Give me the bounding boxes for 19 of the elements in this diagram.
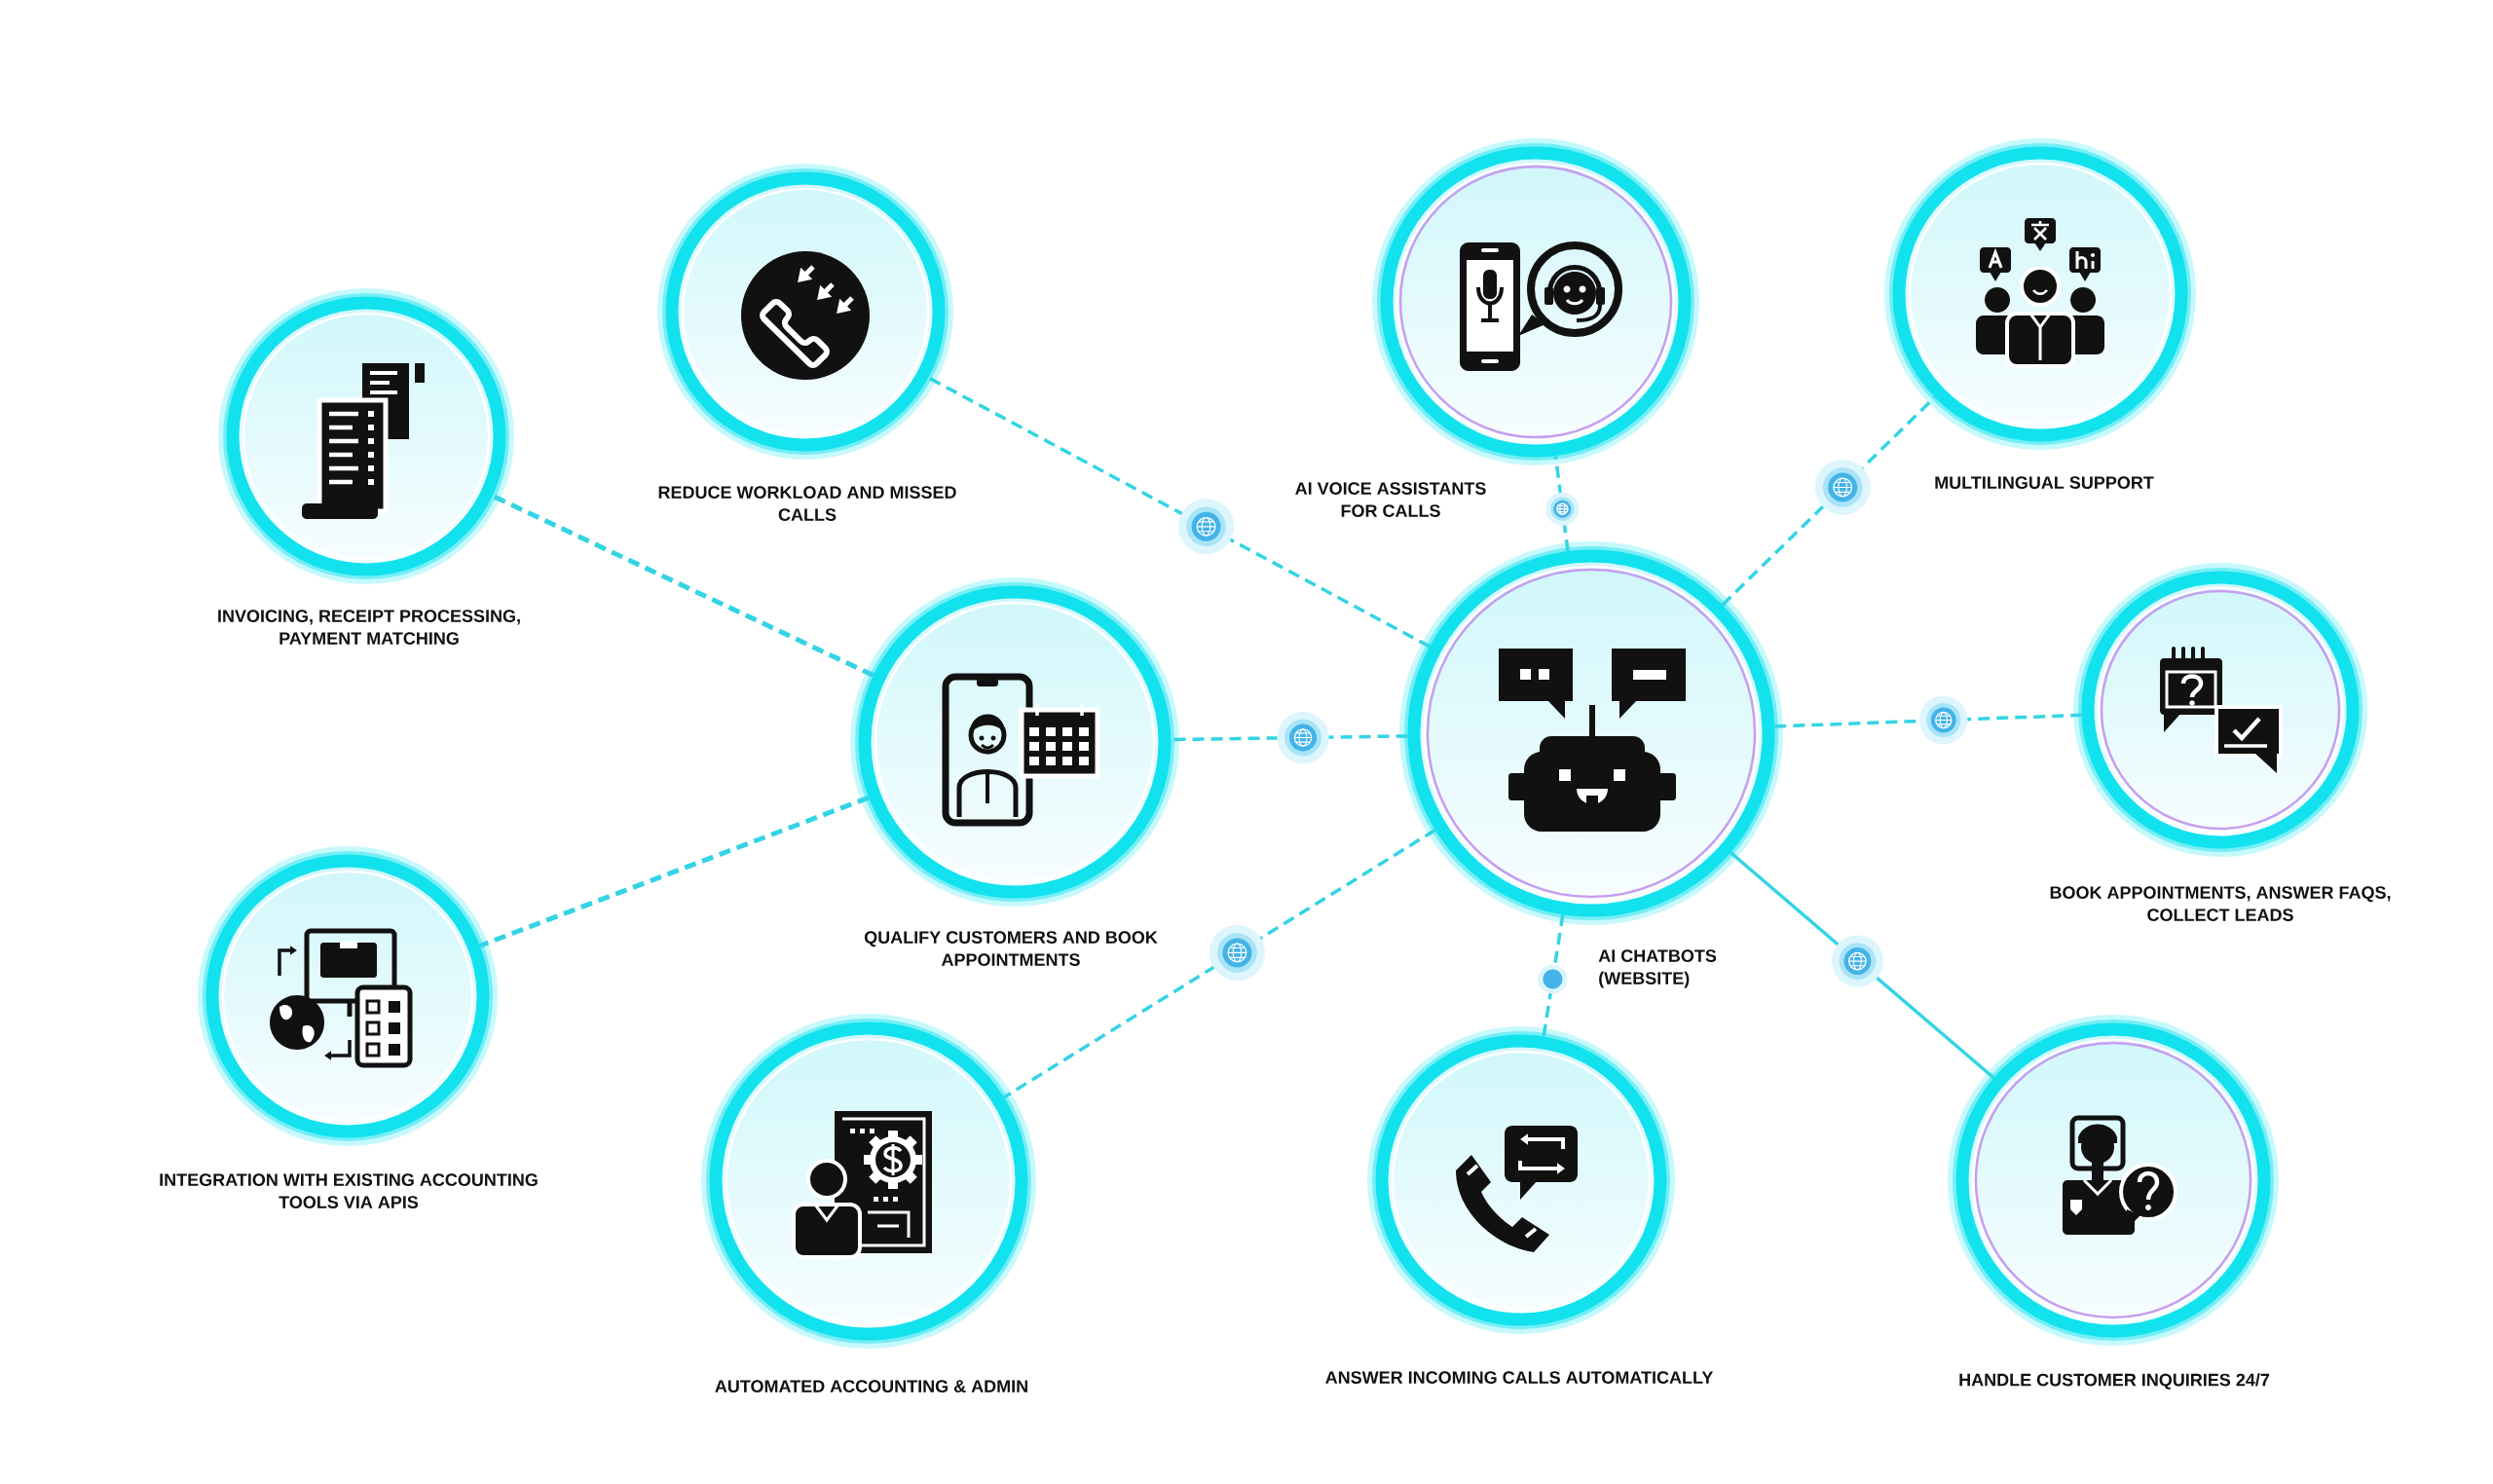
connector-line	[1542, 913, 1565, 1037]
feature-caption: AUTOMATED ACCOUNTING & ADMIN	[715, 1380, 1027, 1392]
feature-caption: MULTILINGUAL SUPPORT	[1935, 476, 2154, 489]
connector-line	[1553, 455, 1570, 552]
feature-caption: AI CHATBOTS (WEBSITE)	[1598, 949, 1717, 988]
connector-line	[479, 795, 870, 948]
feature-caption: QUALIFY CUSTOMERS AND BOOK APPOINTMENTS	[864, 931, 1158, 966]
connector-line	[1003, 828, 1436, 1099]
feature-caption: HANDLE CUSTOMER INQUIRIES 24/7	[1959, 1373, 2270, 1390]
feature-caption: ANSWER INCOMING CALLS AUTOMATICALLY	[1325, 1371, 1714, 1384]
feature-caption: INTEGRATION WITH EXISTING ACCOUNTING TOOLS VIA APIS	[160, 1173, 538, 1208]
connector-line	[1721, 395, 1936, 607]
feature-caption: AI VOICE ASSISTANTS FOR CALLS	[1295, 482, 1486, 517]
feature-caption: REDUCE WORKLOAD AND MISSED CALLS	[658, 486, 956, 521]
connector-line	[491, 493, 874, 678]
feature-caption: BOOK APPOINTMENTS, ANSWER FAQS, COLLECT LEADS	[2050, 886, 2391, 921]
connector-line	[1774, 713, 2082, 728]
feature-caption: INVOICING, RECEIPT PROCESSING, PAYMENT MATCHING	[218, 610, 520, 645]
connector-line	[927, 376, 1431, 649]
